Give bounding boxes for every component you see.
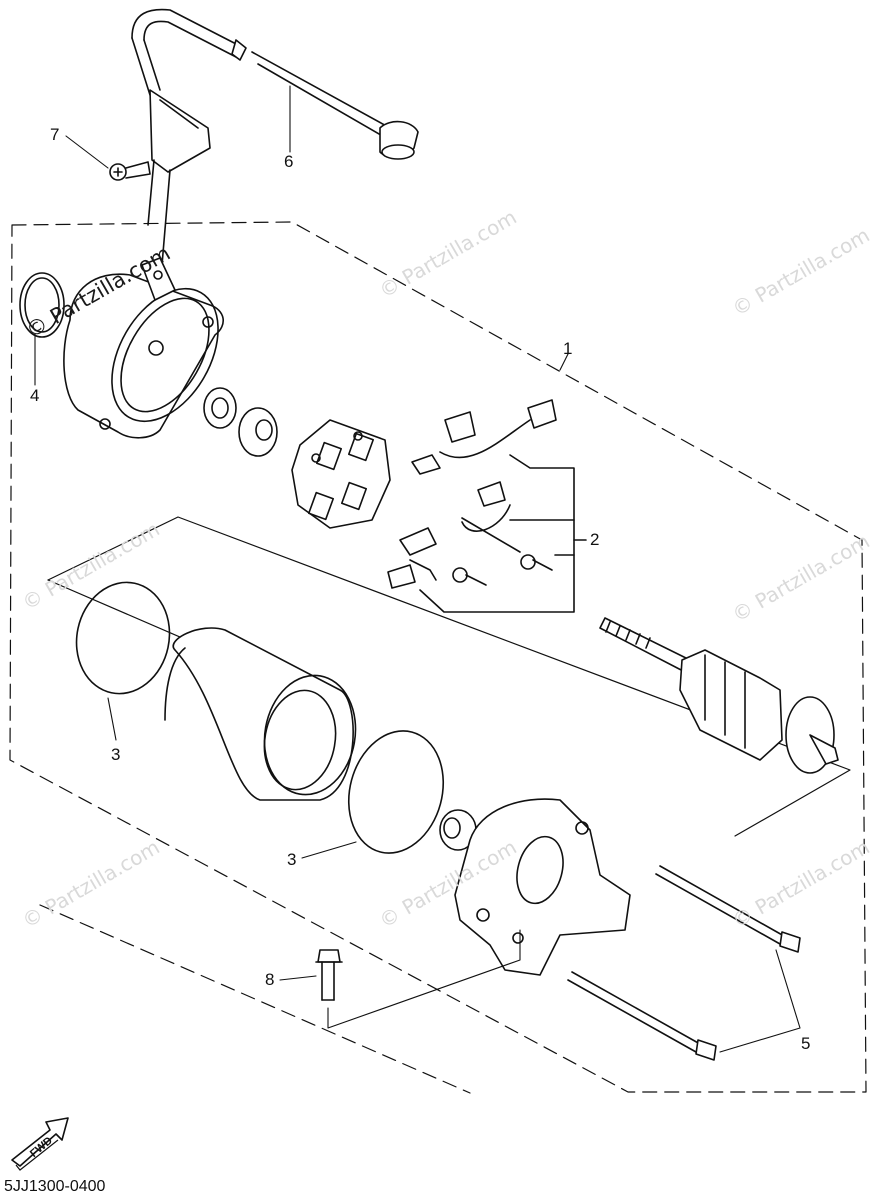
callout-5: 5	[801, 1034, 811, 1053]
assembly-dashed-line	[39, 904, 471, 1094]
bushing	[439, 809, 477, 851]
brush-screw-b	[452, 567, 487, 586]
front-cover	[63, 257, 224, 439]
callout-1: 1	[563, 339, 573, 358]
screw-7	[109, 161, 151, 181]
callout-3-front: 3	[111, 745, 121, 764]
brush-holder-plate	[291, 419, 391, 529]
lead-wire	[131, 8, 419, 266]
yoke	[164, 627, 357, 801]
assembly-boundary-outline	[9, 221, 867, 1093]
bolt-8	[315, 949, 343, 1001]
leader-8-bracket	[327, 929, 521, 1029]
leader-lines	[34, 85, 801, 1053]
washer-small	[203, 387, 237, 429]
callout-8: 8	[265, 970, 275, 989]
brush-screw-a	[520, 554, 553, 571]
armature	[599, 617, 839, 774]
through-bolt-lower	[567, 971, 717, 1061]
callout-3-rear: 3	[287, 850, 297, 869]
leader-3a	[107, 697, 117, 741]
callout-2: 2	[590, 530, 600, 549]
fwd-arrow-icon: FWD	[11, 1117, 69, 1171]
leader-3b	[301, 841, 357, 859]
rear-bracket	[454, 798, 631, 976]
washer-large	[238, 407, 278, 457]
brush-set-2	[387, 399, 587, 613]
leader-7	[65, 135, 109, 169]
leader-8	[279, 975, 317, 981]
callout-4: 4	[30, 386, 40, 405]
o-ring-3-rear	[347, 730, 445, 854]
leader-1	[559, 353, 569, 371]
lead-wire-boot	[149, 89, 211, 173]
o-ring-3-front	[75, 581, 171, 695]
leader-5	[719, 949, 801, 1053]
callout-7: 7	[50, 125, 60, 144]
diagram-code: 5JJ1300-0400	[4, 1178, 106, 1195]
yoke-group-outline	[47, 516, 851, 837]
o-ring-4	[19, 272, 65, 338]
callout-6: 6	[284, 152, 294, 171]
through-bolt-upper	[655, 865, 801, 953]
